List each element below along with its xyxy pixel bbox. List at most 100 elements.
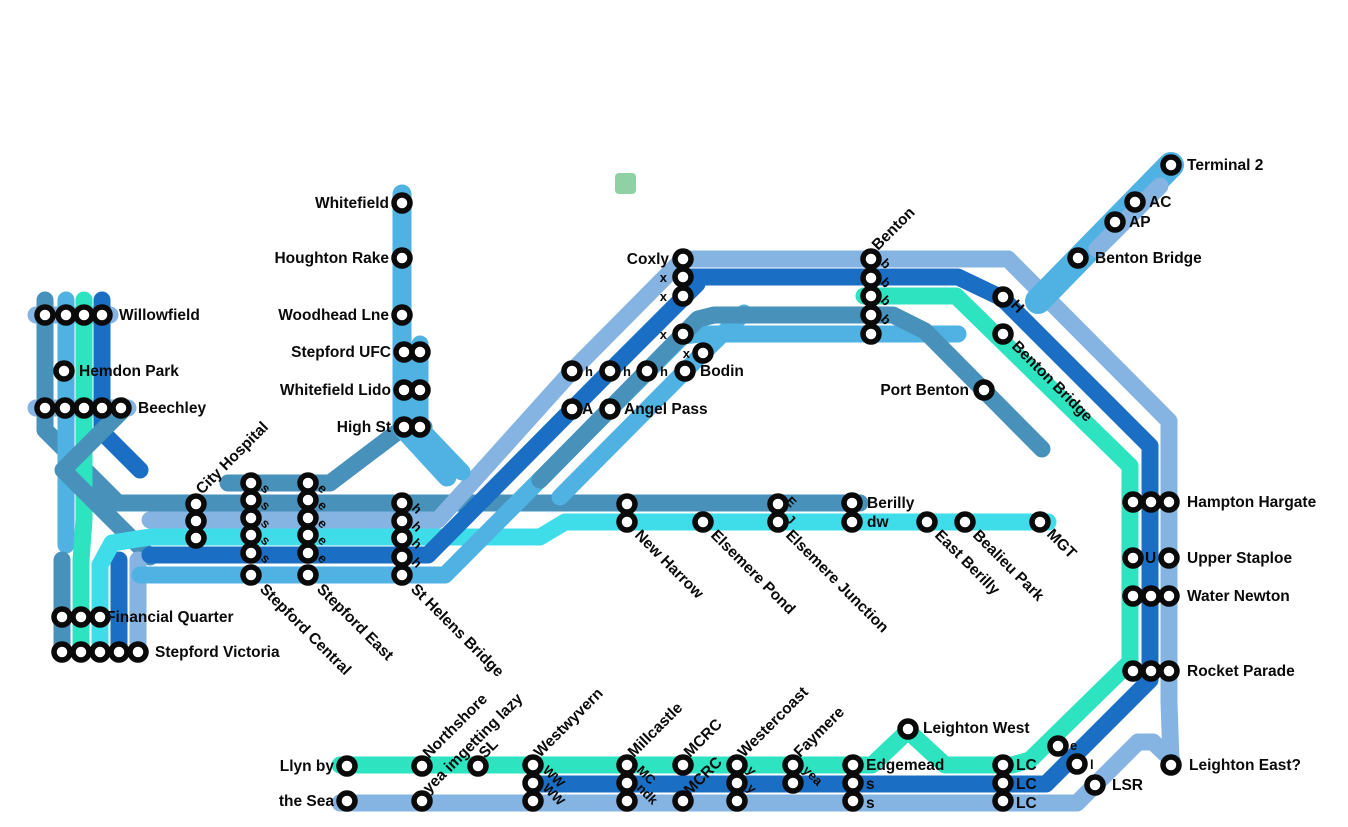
- station-marker-elsemere-junction-2: [767, 511, 789, 533]
- route-line-dark-main: [524, 268, 1159, 793]
- station-marker-beechley-1: [34, 397, 56, 419]
- station-marker-benton-bridge-2: [1067, 247, 1089, 269]
- station-label-s: s: [866, 776, 875, 793]
- station-marker-willowfield-4: [91, 304, 113, 326]
- station-marker-upper-staploe-2: [1158, 547, 1180, 569]
- station-marker-willowfield-1: [34, 304, 56, 326]
- station-marker-westwyvern-3: [522, 790, 544, 812]
- station-marker-benton-bridge-1: [992, 323, 1014, 345]
- station-label-st-helens-bridge: St Helens Bridge: [407, 581, 507, 681]
- station-label-x: x: [683, 346, 691, 361]
- station-label-faymere: Faymere: [791, 703, 848, 760]
- station-marker-benton-3: [860, 285, 882, 307]
- station-marker-terminal-2: [1160, 154, 1182, 176]
- green-square-marker: [615, 173, 636, 194]
- station-label-ac: AC: [1149, 194, 1171, 211]
- station-label-elsemere-junction: Elsemere Junction: [782, 527, 891, 636]
- station-label-h: h: [660, 364, 668, 379]
- station-marker-lc-3: [992, 790, 1014, 812]
- station-marker-stepford-central-6: [240, 564, 262, 586]
- station-marker-stepford-east-6: [297, 564, 319, 586]
- station-marker-city-hospital-1: [185, 493, 207, 515]
- station-marker-hampton-hargate-3: [1158, 491, 1180, 513]
- station-marker-st-helens-bridge-1: [391, 492, 413, 514]
- station-marker-berilly-1: [841, 492, 863, 514]
- station-marker-llyn-by-the-sea-2: [336, 790, 358, 812]
- station-label-houghton-rake: Houghton Rake: [274, 250, 389, 267]
- station-marker-coxly-4: [672, 323, 694, 345]
- station-marker-whitefield-lido-2: [409, 379, 431, 401]
- station-marker-hampton-hargate-2: [1140, 491, 1162, 513]
- station-marker-leighton-east: [1160, 754, 1182, 776]
- station-marker-bodin-1: [561, 360, 583, 382]
- station-label-leighton-east: Leighton East?: [1189, 757, 1301, 774]
- station-marker-bodin-4: [674, 360, 696, 382]
- station-marker-lc-2: [992, 772, 1014, 794]
- station-label-x: x: [660, 327, 668, 342]
- route-line-left-vertical-3: [72, 291, 93, 661]
- station-label-rocket-parade: Rocket Parade: [1187, 663, 1295, 680]
- station-marker-llyn-by-the-sea-1: [336, 755, 358, 777]
- station-label-water-newton: Water Newton: [1187, 588, 1290, 605]
- route-line-left-junction-diagonal: [54, 403, 159, 566]
- station-marker-coxly-5: [692, 342, 714, 364]
- station-marker-water-newton-1: [1122, 585, 1144, 607]
- station-label-stepford-ufc: Stepford UFC: [291, 344, 391, 361]
- station-label-lc: LC: [1016, 757, 1037, 774]
- station-marker-hemdon-park: [53, 360, 75, 382]
- route-line-turquoise-main: [331, 287, 1139, 774]
- station-marker-st-helens-bridge-3: [391, 527, 413, 549]
- station-label-angel-pass: Angel Pass: [624, 401, 708, 418]
- station-marker-high-st-2: [409, 416, 431, 438]
- station-label-llyn-by: Llyn by: [280, 758, 335, 775]
- station-label-terminal-2: Terminal 2: [1187, 157, 1263, 174]
- station-label-h: h: [585, 364, 593, 379]
- station-marker-westercoast-1: [726, 754, 748, 776]
- station-marker-faymere-2: [782, 772, 804, 794]
- station-marker-edgemead-1: [842, 754, 864, 776]
- station-marker-beechley-5: [110, 397, 132, 419]
- station-marker-millcastle-2: [616, 772, 638, 794]
- station-label-ap: AP: [1129, 214, 1151, 231]
- station-marker-rocket-parade-1: [1122, 660, 1144, 682]
- station-marker-stepford-victoria-2: [70, 641, 92, 663]
- station-label-port-benton: Port Benton: [880, 382, 969, 399]
- station-label-stepford-victoria: Stepford Victoria: [155, 644, 280, 661]
- station-label-financial-quarter: Financial Quarter: [106, 609, 233, 626]
- station-label-lc: LC: [1016, 776, 1037, 793]
- station-label-whitefield: Whitefield: [315, 195, 389, 212]
- route-line-terminal-branch-back: [1088, 177, 1169, 258]
- station-marker-lc-1: [992, 754, 1014, 776]
- station-label-x: x: [660, 289, 668, 304]
- station-marker-woodhead-lne: [391, 304, 413, 326]
- station-marker-stepford-east-2: [297, 489, 319, 511]
- station-label-s: s: [866, 795, 875, 812]
- station-marker-st-helens-bridge-5: [391, 564, 413, 586]
- station-label-dw: dw: [867, 514, 889, 531]
- station-label-the-sea: the Sea: [279, 793, 335, 810]
- station-marker-bodin-2: [599, 360, 621, 382]
- station-marker-stepford-central-1: [240, 472, 262, 494]
- station-marker-stepford-east-1: [297, 472, 319, 494]
- station-marker-stepford-central-3: [240, 507, 262, 529]
- station-marker-angel-pass-1: [561, 398, 583, 420]
- station-marker-edgemead-2: [842, 772, 864, 794]
- station-label-bodin: Bodin: [700, 363, 744, 380]
- station-marker-benton-2: [860, 267, 882, 289]
- station-marker-angel-pass-2: [599, 398, 621, 420]
- station-marker-whitefield: [391, 192, 413, 214]
- station-marker-coxly-1: [672, 248, 694, 270]
- station-label-lsr: LSR: [1112, 777, 1143, 794]
- station-label-woodhead-lne: Woodhead Lne: [278, 307, 389, 324]
- station-marker-beechley-2: [54, 397, 76, 419]
- station-label-mgt: MGT: [1043, 526, 1080, 563]
- station-label-l: l: [1090, 757, 1094, 772]
- station-marker-stepford-east-4: [297, 524, 319, 546]
- station-marker-stepford-victoria-3: [89, 641, 111, 663]
- station-label-berilly: Berilly: [867, 495, 915, 512]
- station-marker-benton-1: [860, 248, 882, 270]
- station-marker-benton-4: [860, 304, 882, 326]
- station-marker-financial-quarter-3: [89, 606, 111, 628]
- station-label-high-st: High St: [337, 419, 391, 436]
